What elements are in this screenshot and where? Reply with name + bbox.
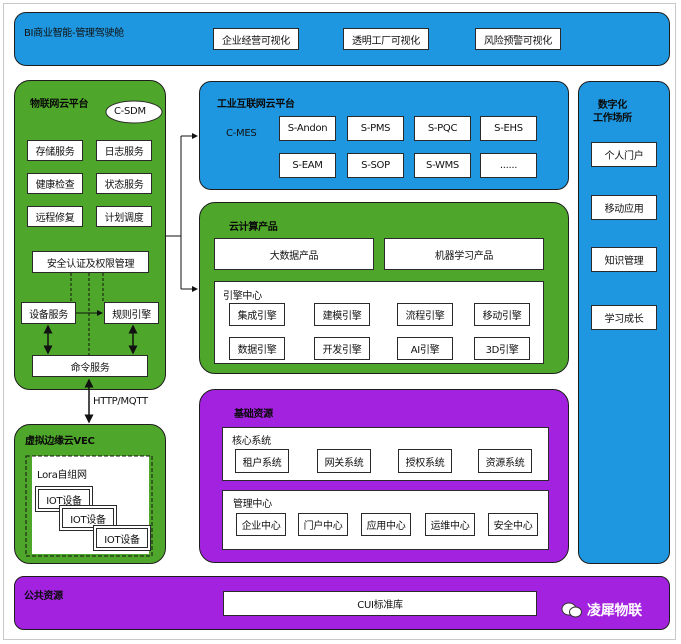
engine-mobile: 移动引擎	[474, 303, 530, 326]
c-sdm-label: C-SDM	[114, 106, 146, 117]
security-box: 安全认证及权限管理	[32, 251, 149, 273]
core-authorization: 授权系统	[398, 449, 452, 473]
module-pms: S-PMS	[347, 116, 404, 141]
workplace-knowledge: 知识管理	[591, 247, 657, 272]
http-mqtt-label: HTTP/MQTT	[93, 396, 148, 407]
engine-center-title: 引擎中心	[223, 291, 262, 302]
mgmt-portal: 门户中心	[298, 513, 348, 536]
iot-device-2: IOT设备	[62, 508, 114, 528]
bi-item-factory: 透明工厂可视化	[343, 28, 429, 50]
cui-library-box: CUI标准库	[223, 591, 537, 616]
service-health: 健康检查	[27, 173, 83, 194]
engine-workflow: 流程引擎	[397, 303, 453, 326]
bi-title: BI商业智能-管理驾驶舱	[24, 28, 124, 39]
bi-panel: BI商业智能-管理驾驶舱 企业经营可视化 透明工厂可视化 风险预警可视化	[14, 12, 670, 66]
iot-device-1: IOT设备	[38, 489, 90, 509]
module-pqc: S-PQC	[414, 116, 471, 141]
lora-label: Lora自组网	[37, 470, 87, 481]
device-service-box: 设备服务	[21, 302, 76, 324]
command-service-box: 命令服务	[32, 355, 148, 377]
vec-title: 虚拟边缘云VEC	[25, 436, 95, 447]
diagram-frame	[3, 3, 676, 640]
rule-engine-box: 规则引擎	[104, 302, 159, 324]
bi-item-risk: 风险预警可视化	[475, 28, 561, 50]
engine-data: 数据引擎	[229, 337, 285, 360]
product-ml: 机器学习产品	[384, 238, 544, 270]
module-wms: S-WMS	[414, 153, 471, 178]
service-schedule: 计划调度	[96, 206, 152, 227]
engine-integration: 集成引擎	[229, 303, 285, 326]
mgmt-ops: 运维中心	[425, 513, 475, 536]
core-system-title: 核心系统	[232, 436, 271, 447]
watermark-text: 凌犀物联	[587, 603, 642, 619]
industrial-title: 工业互联网云平台	[217, 99, 295, 110]
service-status: 状态服务	[96, 173, 152, 194]
iot-platform-panel: 物联网云平台	[14, 80, 166, 390]
bi-item-enterprise: 企业经营可视化	[213, 28, 299, 50]
service-log: 日志服务	[96, 140, 152, 161]
mgmt-security: 安全中心	[488, 513, 538, 536]
c-mes-label: C-MES	[226, 128, 257, 139]
service-remote-repair: 远程修复	[27, 206, 83, 227]
iot-device-3: IOT设备	[96, 528, 148, 548]
workplace-personal-portal: 个人门户	[591, 142, 657, 167]
engine-modeling: 建模引擎	[314, 303, 370, 326]
service-storage: 存储服务	[27, 140, 83, 161]
base-resources-title: 基础资源	[234, 409, 273, 420]
engine-3d: 3D引擎	[474, 337, 530, 360]
public-title: 公共资源	[24, 591, 63, 602]
workplace-mobile-apps: 移动应用	[591, 195, 657, 220]
mgmt-center-title: 管理中心	[233, 499, 272, 510]
product-bigdata: 大数据产品	[214, 238, 374, 270]
mgmt-enterprise: 企业中心	[236, 513, 286, 536]
module-eam: S-EAM	[279, 153, 336, 178]
workplace-title: 数字化 工作场所	[593, 100, 632, 124]
public-panel: 公共资源 CUI标准库	[14, 576, 670, 630]
core-resource: 资源系统	[478, 449, 532, 473]
engine-dev: 开发引擎	[314, 337, 370, 360]
mgmt-application: 应用中心	[361, 513, 411, 536]
core-tenant: 租户系统	[235, 449, 289, 473]
engine-ai: AI引擎	[397, 337, 453, 360]
module-ehs: S-EHS	[480, 116, 537, 141]
core-gateway: 网关系统	[317, 449, 371, 473]
cloud-products-title: 云计算产品	[229, 222, 278, 233]
module-andon: S-Andon	[279, 116, 336, 141]
module-sop: S-SOP	[347, 153, 404, 178]
module-more: ......	[480, 153, 537, 178]
workplace-learning: 学习成长	[591, 305, 657, 330]
wechat-icon	[561, 601, 583, 619]
iot-platform-title: 物联网云平台	[30, 99, 89, 110]
